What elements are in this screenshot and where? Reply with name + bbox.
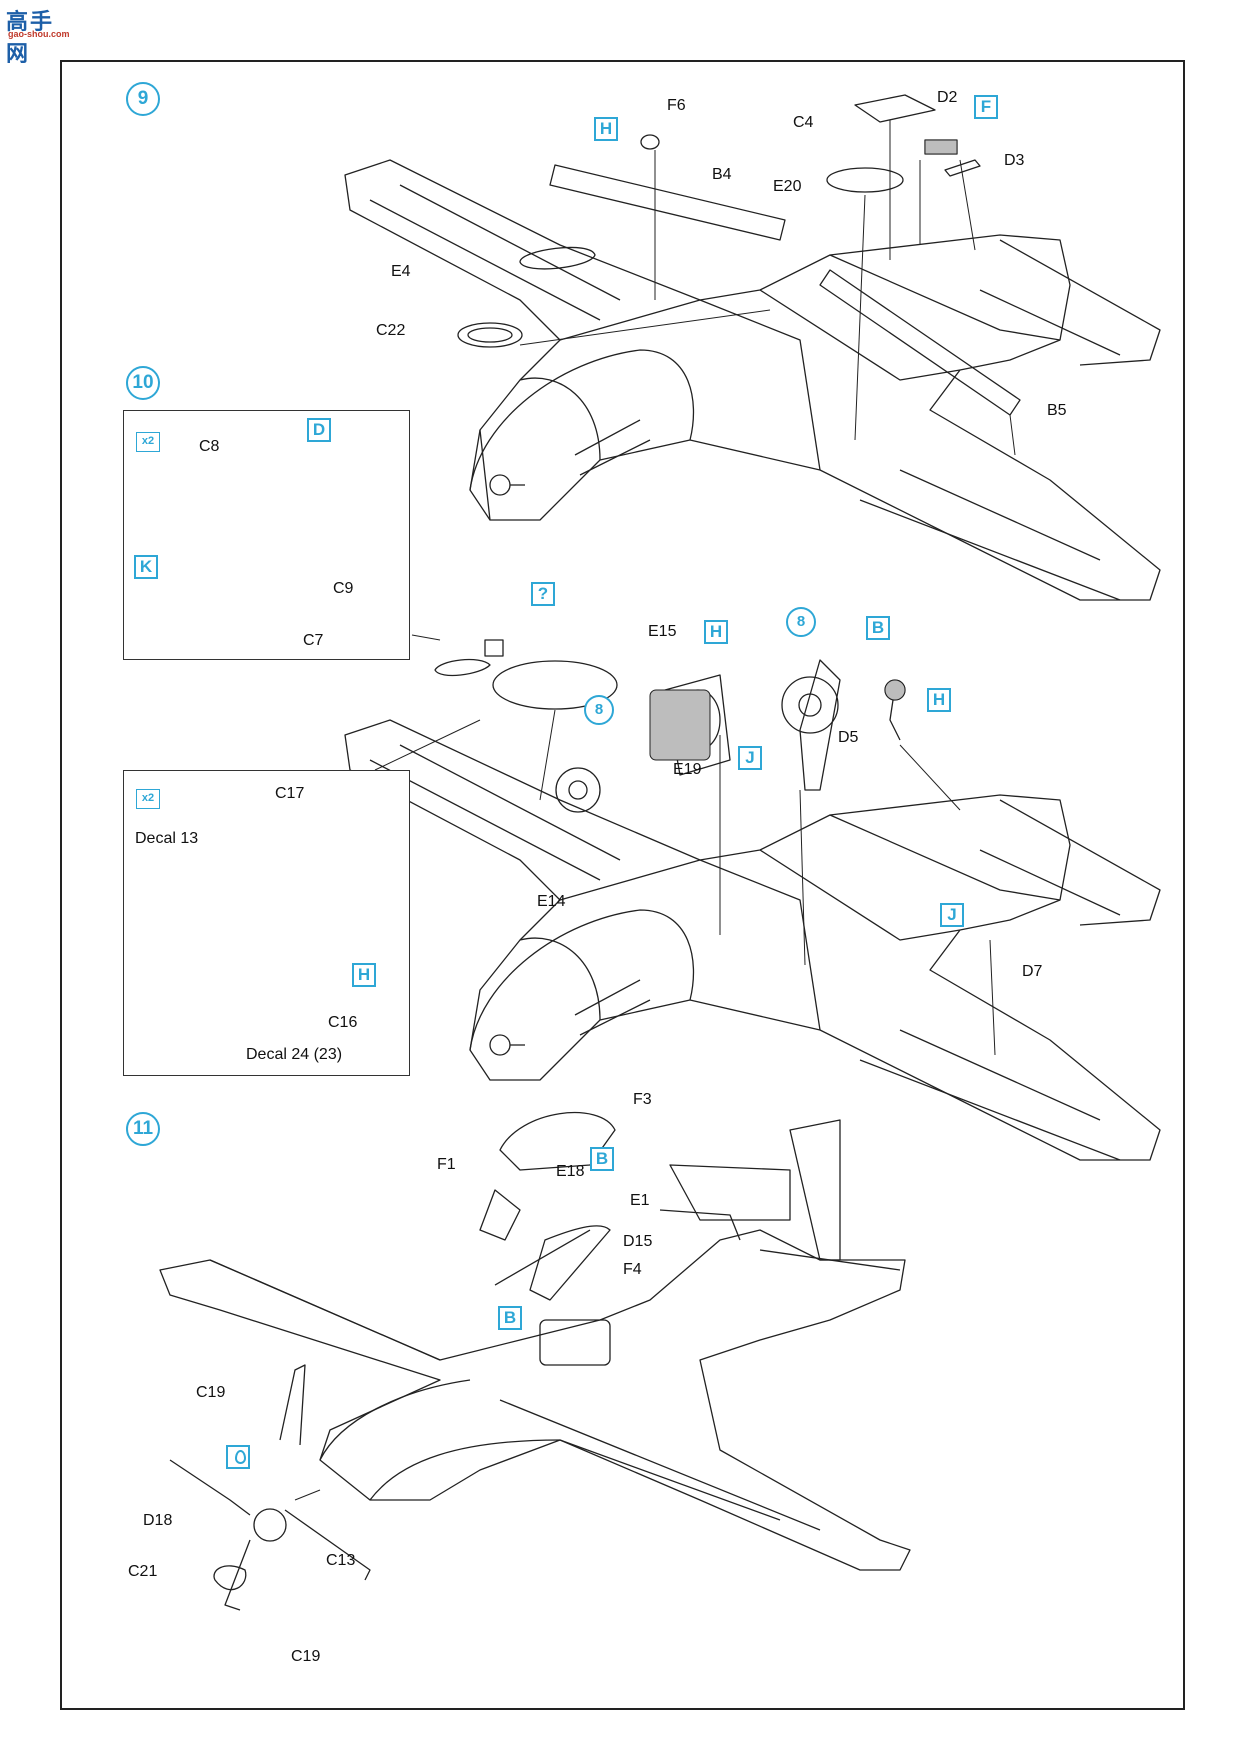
step11-label-f3: F3 — [633, 1091, 652, 1108]
instruction-page-frame — [60, 60, 1185, 1710]
step11-badge-b1: B — [590, 1147, 614, 1171]
watermark-logo: 高手网 gao-shou.com — [6, 4, 72, 67]
step10-ref-step8-left: 8 — [584, 695, 614, 725]
step11-label-e18: E18 — [556, 1163, 585, 1180]
step11-label-d18: D18 — [143, 1512, 173, 1529]
step9-label-b4: B4 — [712, 166, 732, 183]
step9-label-d3: D3 — [1004, 152, 1025, 169]
step9-label-c4: C4 — [793, 114, 814, 131]
step10-label-c17: C17 — [275, 785, 305, 802]
watermark-logo-text: 高手网 — [6, 10, 55, 67]
step10-label-d5: D5 — [838, 729, 859, 746]
step10-badge-h1: H — [704, 620, 728, 644]
step10-ref-step8-right: 8 — [786, 607, 816, 637]
step9-aircraft-illustration — [344, 94, 1161, 601]
step10-label-c7: C7 — [303, 632, 324, 649]
step9-label-f6: F6 — [667, 97, 686, 114]
step10-detail-box-tank — [123, 410, 410, 660]
step10-label-c9: C9 — [333, 580, 354, 597]
step11-glue-icon — [226, 1445, 250, 1469]
step10-aircraft-illustration — [344, 634, 1161, 1161]
step10-badge-h2: H — [927, 688, 951, 712]
step10-badge-j1: J — [738, 746, 762, 770]
step10-label-e14: E14 — [537, 893, 566, 910]
step10-detail2-multiplier: x2 — [136, 789, 160, 809]
step11-label-f4: F4 — [623, 1261, 642, 1278]
step10-label-decal13: Decal 13 — [135, 830, 199, 847]
step10-label-e15: E15 — [648, 623, 677, 640]
step10-badge-j2: J — [940, 903, 964, 927]
step11-label-d15: D15 — [623, 1233, 653, 1250]
step10-label-e19: E19 — [673, 761, 702, 778]
step11-label-c19-top: C19 — [196, 1384, 226, 1401]
step9-label-c22: C22 — [376, 322, 406, 339]
step10-detail2-badge-h: H — [352, 963, 376, 987]
step10-detail1-badge-k: K — [134, 555, 158, 579]
step-9-number: 9 — [126, 82, 160, 116]
step9-badge-f: F — [974, 95, 998, 119]
step11-label-f1: F1 — [437, 1156, 456, 1173]
step9-label-e20: E20 — [773, 178, 802, 195]
step11-label-c21: C21 — [128, 1563, 158, 1580]
step10-label-decal24: Decal 24 (23) — [246, 1046, 343, 1063]
step11-label-c13: C13 — [326, 1552, 356, 1569]
step-11-number: 11 — [126, 1112, 160, 1146]
step10-badge-question: ? — [531, 582, 555, 606]
step10-badge-b: B — [866, 616, 890, 640]
step10-label-c16: C16 — [328, 1014, 358, 1031]
step9-badge-h: H — [594, 117, 618, 141]
step10-detail1-badge-d: D — [307, 418, 331, 442]
step9-label-e4: E4 — [391, 263, 411, 280]
step11-label-c19-bottom: C19 — [291, 1648, 321, 1665]
step10-detail1-multiplier: x2 — [136, 432, 160, 452]
step-10-number: 10 — [126, 366, 160, 400]
step11-badge-b2: B — [498, 1306, 522, 1330]
step10-label-d7: D7 — [1022, 963, 1043, 980]
step10-detail-box-drop-tank — [123, 770, 410, 1076]
step9-label-b5: B5 — [1047, 402, 1067, 419]
step11-label-e1: E1 — [630, 1192, 650, 1209]
step10-label-c8: C8 — [199, 438, 220, 455]
watermark-url: gao-shou.com — [8, 29, 70, 39]
step9-label-d2: D2 — [937, 89, 958, 106]
step11-aircraft-illustration — [159, 1111, 911, 1611]
